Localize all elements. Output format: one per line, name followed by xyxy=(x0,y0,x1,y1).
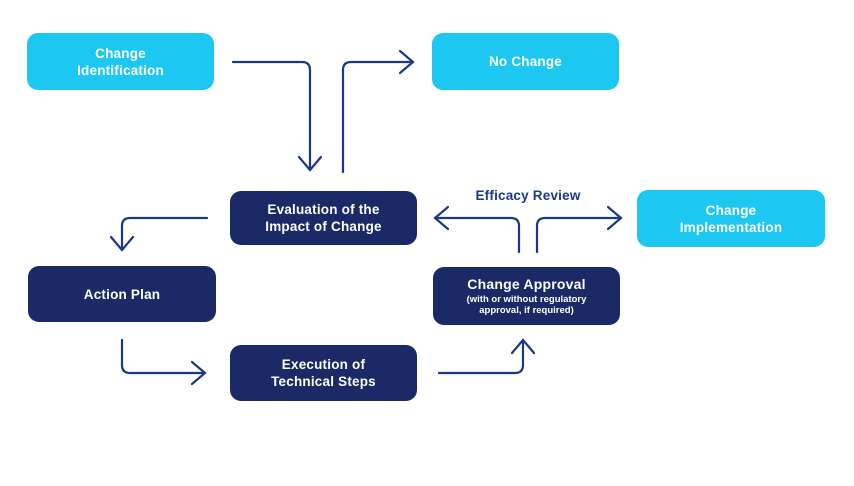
arrow-shaft xyxy=(341,60,413,174)
arrow-evaluation-to-action-plan xyxy=(109,216,209,252)
arrow-shaft xyxy=(120,338,205,375)
node-label: Evaluation of the Impact of Change xyxy=(265,202,382,234)
arrow-shaft xyxy=(535,216,621,254)
arrow-approval-to-evaluation xyxy=(433,205,521,254)
node-execution-of-technical-steps: Execution of Technical Steps xyxy=(230,345,417,401)
node-change-implementation: Change Implementation xyxy=(637,190,825,247)
node-action-plan: Action Plan xyxy=(28,266,216,322)
arrow-approval-to-implementation xyxy=(535,205,623,254)
arrow-shaft xyxy=(437,340,525,375)
arrow-head-right-icon xyxy=(398,49,415,75)
node-evaluation-of-impact: Evaluation of the Impact of Change xyxy=(230,191,417,245)
arrow-head-up-icon xyxy=(510,338,536,355)
arrow-shaft xyxy=(435,216,521,254)
node-label: Change Identification xyxy=(77,45,164,78)
node-label: Action Plan xyxy=(83,286,161,302)
node-label: Change Implementation xyxy=(679,202,783,235)
node-change-identification: Change Identification xyxy=(27,33,214,90)
arrow-head-left-icon xyxy=(433,205,450,231)
arrow-identification-to-evaluation xyxy=(231,60,323,172)
arrow-head-down-icon xyxy=(109,235,135,252)
arrow-action-plan-to-execution xyxy=(120,338,207,386)
node-label: No Change xyxy=(488,54,563,69)
arrow-shaft xyxy=(120,216,209,250)
arrow-head-right-icon xyxy=(606,205,623,231)
arrow-evaluation-to-no-change xyxy=(341,49,415,174)
arrow-head-down-icon xyxy=(297,155,323,172)
efficacy-review-label: Efficacy Review xyxy=(475,188,581,203)
node-no-change: No Change xyxy=(432,33,619,90)
node-label: Change Approval xyxy=(467,275,586,292)
arrow-execution-to-approval xyxy=(437,338,536,375)
node-change-approval: Change Approval (with or without regulat… xyxy=(433,267,620,325)
node-sublabel: (with or without regulatory approval, if… xyxy=(466,293,587,317)
arrow-shaft xyxy=(231,60,312,170)
arrow-head-right-icon xyxy=(190,360,207,386)
node-label: Execution of Technical Steps xyxy=(271,357,376,389)
